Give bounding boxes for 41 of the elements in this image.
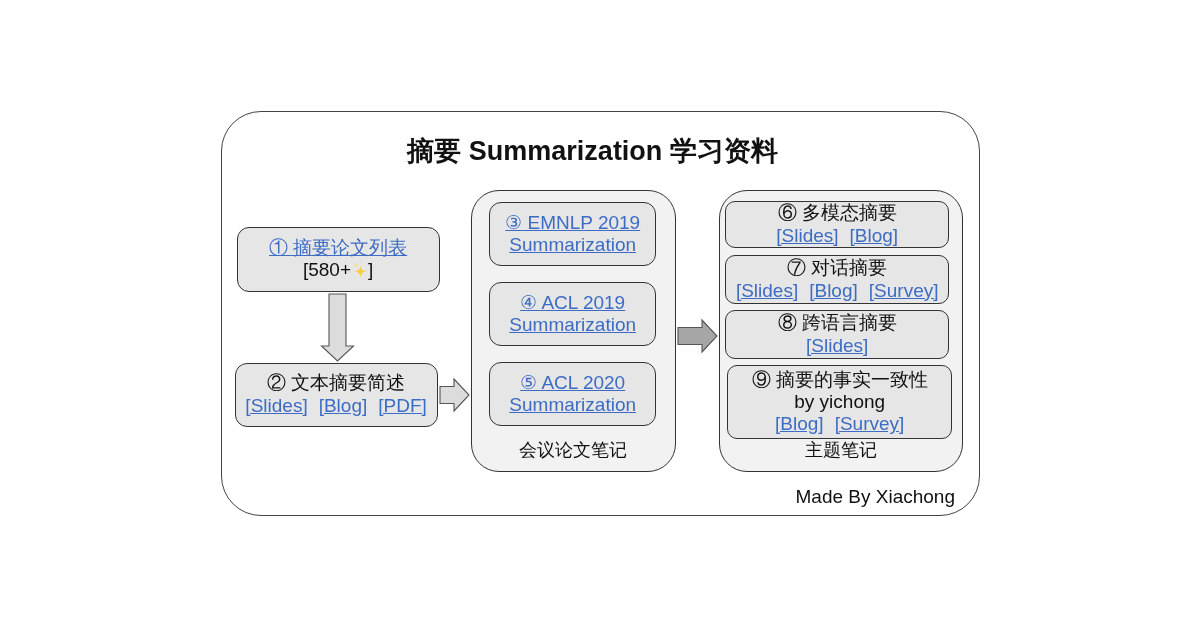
rounded-box xyxy=(489,362,657,427)
group-label: 会议论文笔记 xyxy=(519,440,628,462)
block-arrow xyxy=(677,318,718,354)
group-box xyxy=(718,189,963,472)
link: [Blog] xyxy=(318,394,368,417)
rounded-box xyxy=(725,255,950,305)
group-box xyxy=(470,189,676,472)
rounded-box xyxy=(489,202,657,267)
rounded-box xyxy=(725,201,950,249)
count-text: [580+ xyxy=(302,259,351,282)
bracket-text: ] xyxy=(368,259,374,282)
rounded-box xyxy=(725,310,950,360)
group-label: 主题笔记 xyxy=(804,440,877,462)
link: [Blog] xyxy=(809,279,858,302)
link: [Slides] xyxy=(776,224,839,247)
link: ⑤ ACL 2020 Summarization xyxy=(508,371,638,417)
link: [PDF] xyxy=(378,394,427,417)
heading-text: ⑧ 跨语言摘要 xyxy=(777,312,897,335)
diagram-title: 摘要 Summarization 学习资料 xyxy=(407,135,778,168)
link: ③ EMNLP 2019 Summarization xyxy=(504,211,642,257)
link: ④ ACL 2019 Summarization xyxy=(508,291,638,337)
rounded-box xyxy=(236,226,440,292)
link: [Blog] xyxy=(849,224,899,247)
heading-text: ⑨ 摘要的事实一致性 by yichong xyxy=(750,368,929,414)
link: [Survey] xyxy=(834,413,905,436)
rounded-box xyxy=(234,362,438,427)
rounded-box xyxy=(489,282,657,347)
link: [Slides] xyxy=(245,394,308,417)
link: [Slides] xyxy=(806,334,869,357)
rounded-box xyxy=(727,365,953,440)
block-arrow xyxy=(320,293,355,362)
link: ① 摘要论文列表 xyxy=(268,236,408,260)
link: [Survey] xyxy=(868,279,939,302)
heading-text: ⑥ 多模态摘要 xyxy=(777,202,897,225)
heading-text: ⑦ 对话摘要 xyxy=(787,257,888,280)
rounded-frame xyxy=(221,111,980,516)
block-arrow xyxy=(439,377,470,413)
link: [Blog] xyxy=(775,413,824,436)
heading-text: ② 文本摘要简述 xyxy=(266,372,406,395)
link: [Slides] xyxy=(735,279,799,302)
credit-text: Made By Xiachong xyxy=(795,486,955,509)
